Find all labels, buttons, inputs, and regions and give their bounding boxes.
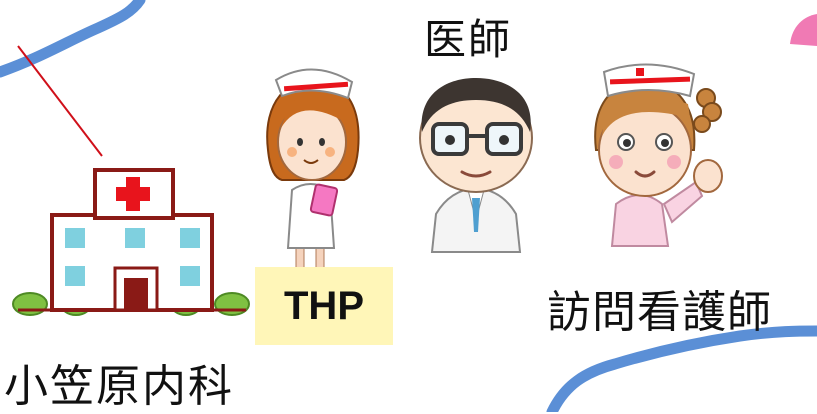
nurse-icon (266, 68, 360, 269)
hospital-icon (12, 168, 250, 316)
clinic-label: 小笠原内科 (4, 361, 234, 412)
pink-blob (790, 14, 817, 46)
visiting-nurse-icon (594, 63, 723, 247)
river-top (0, 0, 146, 78)
thp-label: THP (255, 267, 393, 345)
doctor-icon (419, 78, 533, 253)
river-bottom (546, 325, 817, 412)
doctor-label: 医師 (424, 15, 513, 64)
connector-line (17, 45, 103, 157)
visiting-nurse-label: 訪問看護師 (547, 287, 772, 338)
